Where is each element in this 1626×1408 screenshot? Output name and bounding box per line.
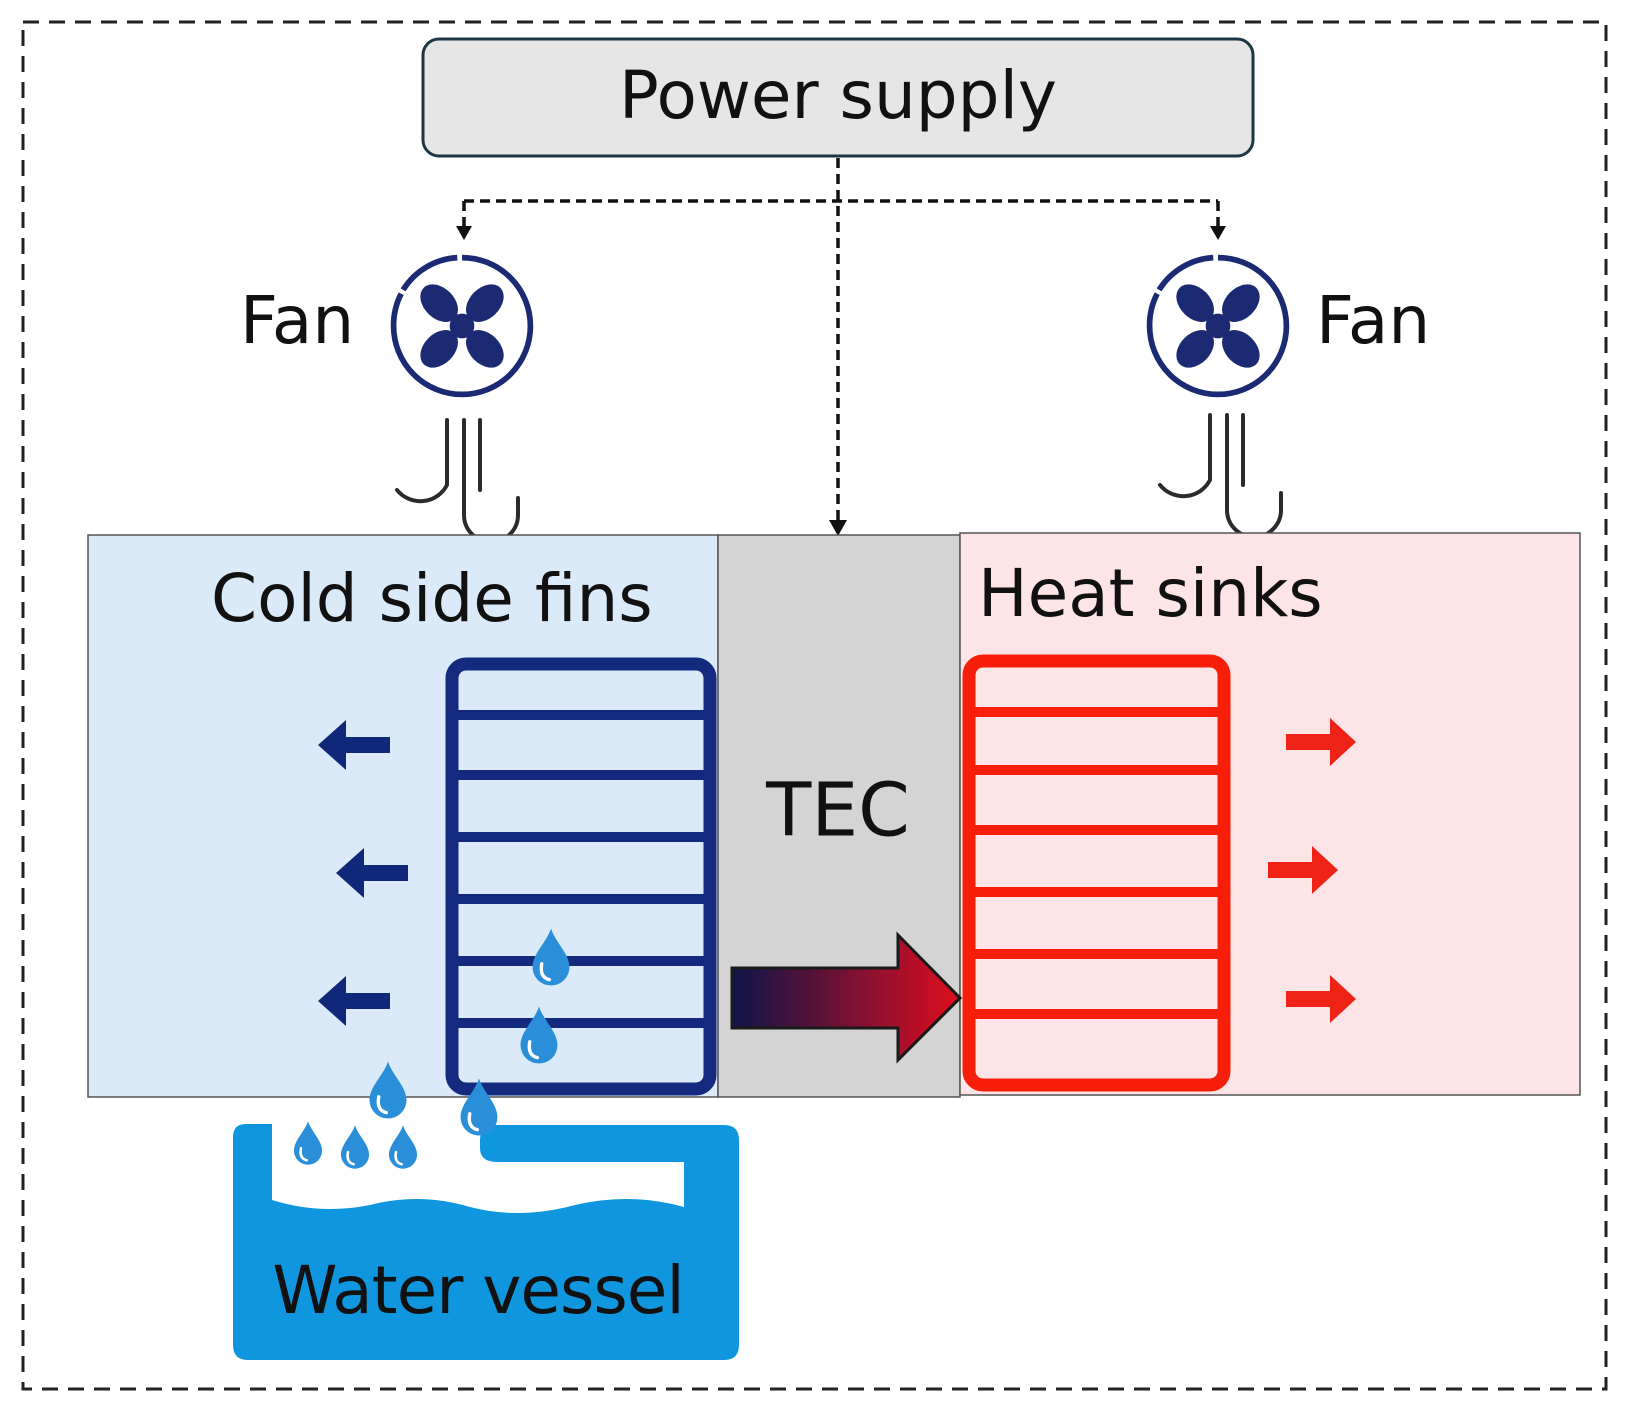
hot-air-arrow-icon (1268, 846, 1338, 894)
arrowhead-down-icon (1210, 226, 1226, 240)
hot-air-arrow-icon (1286, 718, 1356, 766)
cold-air-arrow-icon (336, 848, 408, 898)
arrowhead-down-icon (829, 520, 847, 536)
water-droplet-icon (292, 1120, 324, 1166)
hot-side-panel[interactable] (959, 532, 1581, 1096)
water-droplet-icon (387, 1124, 419, 1170)
heat-flow-arrow-icon (730, 931, 963, 1064)
water-vessel[interactable] (233, 1124, 739, 1360)
cold-air-arrow-icon (318, 976, 390, 1026)
water-vessel-label: Water vessel (272, 1252, 683, 1329)
hot-fin-stack (962, 654, 1231, 1092)
cold-air-arrow-icon (318, 720, 390, 770)
airflow-swirl-icon (1158, 413, 1283, 539)
airflow-swirl-icon (395, 418, 520, 544)
tec-label: TEC (765, 768, 910, 854)
outer-frame (21, 20, 1608, 1391)
water-droplet-icon (339, 1124, 371, 1170)
power-connections (462, 158, 1220, 522)
heat-sinks-label: Heat sinks (978, 555, 1323, 632)
arrowhead-down-icon (456, 226, 472, 240)
cold-side-panel[interactable] (87, 534, 719, 1098)
power-supply-box[interactable] (421, 37, 1255, 158)
hot-air-arrow-icon (1286, 975, 1356, 1023)
fan-right-label: Fan (1316, 282, 1430, 359)
cold-fin-stack (445, 657, 717, 1096)
fan-left-label: Fan (240, 282, 354, 359)
fan-icon[interactable] (1150, 258, 1287, 395)
power-supply-label: Power supply (619, 57, 1057, 134)
fan-icon[interactable] (394, 258, 531, 395)
cold-side-fins-label: Cold side fins (211, 560, 653, 637)
